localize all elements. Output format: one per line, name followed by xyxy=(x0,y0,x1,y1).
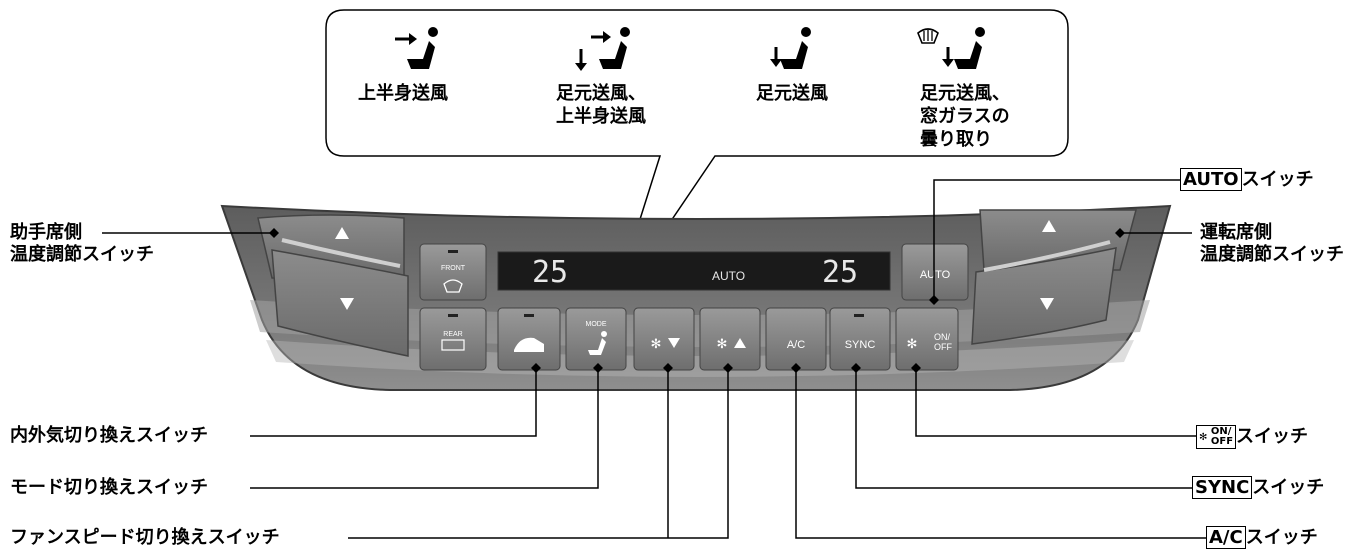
auto-boxed-text: AUTO xyxy=(1180,168,1242,191)
temp-down-icon xyxy=(340,298,354,310)
ac-leader xyxy=(795,368,1206,539)
recirc-label: 内外気切り換えスイッチ xyxy=(10,425,208,446)
fan-onoff-button[interactable]: ✻ ON/ OFF xyxy=(895,307,959,371)
auto-button[interactable]: AUTO xyxy=(901,243,969,301)
fan-icon: ✻ xyxy=(907,337,918,352)
mode-caption-upper-body: 上半身送風 xyxy=(358,83,448,104)
fan-icon: ✻ xyxy=(651,337,662,352)
bilevel-vent-icon xyxy=(575,27,630,71)
mode-caption-bilevel: 足元送風、 上半身送風 xyxy=(556,83,646,127)
passenger-temp-switch[interactable] xyxy=(257,214,409,357)
fan-speed-leader xyxy=(348,368,729,539)
up-arrow-icon xyxy=(734,338,746,348)
floor-vent-icon xyxy=(770,27,811,69)
fan-onoff-boxed-text: ✻ ON/OFF xyxy=(1196,425,1237,449)
floor-defrost-vent-icon xyxy=(917,27,985,69)
right-temp-readout: 25 xyxy=(822,255,858,290)
car-recirc-icon xyxy=(514,337,544,352)
seat-mode-icon xyxy=(588,338,606,355)
fan-onoff-leader xyxy=(915,368,1196,437)
fan-icon: ✻ xyxy=(717,337,728,352)
sync-boxed-text: SYNC xyxy=(1192,476,1253,499)
recirculation-button[interactable] xyxy=(497,307,561,371)
mode-button[interactable]: MODE xyxy=(565,307,627,371)
temp-up-icon xyxy=(1042,220,1056,232)
fan-up-button[interactable]: ✻ xyxy=(699,307,761,371)
down-arrow-icon xyxy=(668,338,680,348)
driver-temp-label: 運転席側 温度調節スイッチ xyxy=(1200,222,1344,265)
sync-leader xyxy=(855,368,1192,489)
mode-label: モード切り換えスイッチ xyxy=(10,477,208,498)
driver-temp-switch[interactable] xyxy=(971,209,1137,345)
mode-caption-floor: 足元送風 xyxy=(756,83,828,104)
auto-leader xyxy=(933,179,1180,300)
left-temp-readout: 25 xyxy=(532,255,568,290)
recirc-leader xyxy=(250,368,537,437)
svg-text:SYNC: SYNC xyxy=(845,339,876,351)
svg-text:OFF: OFF xyxy=(934,342,952,352)
svg-text:ON/: ON/ xyxy=(934,332,951,342)
front-defrost-button[interactable]: FRONT xyxy=(419,243,487,301)
leader-lines xyxy=(102,179,1206,539)
svg-text:MODE: MODE xyxy=(586,321,607,328)
mode-caption-floor-defrost: 足元送風、 窓ガラスの 曇り取り xyxy=(920,83,1010,150)
svg-text:A/C: A/C xyxy=(787,339,805,351)
leader-endpoints xyxy=(269,228,1125,373)
temperature-display: 25 AUTO 25 xyxy=(497,251,891,291)
svg-text:FRONT: FRONT xyxy=(441,265,466,272)
sync-button[interactable]: SYNC xyxy=(829,307,891,371)
svg-text:AUTO: AUTO xyxy=(920,269,951,281)
rear-defrost-button[interactable]: REAR xyxy=(419,307,487,371)
mode-leader xyxy=(250,368,599,489)
fan-speed-label: ファンスピード切り換えスイッチ xyxy=(10,527,280,548)
temp-down-icon xyxy=(1040,298,1054,310)
fan-down-button[interactable]: ✻ xyxy=(633,307,695,371)
auto-indicator: AUTO xyxy=(712,269,745,283)
temp-up-icon xyxy=(335,227,349,239)
ac-button[interactable]: A/C xyxy=(765,307,827,371)
ac-boxed-text: A/C xyxy=(1206,526,1246,549)
upper-body-vent-icon xyxy=(395,27,438,69)
passenger-temp-label: 助手席側 温度調節スイッチ xyxy=(10,222,154,265)
svg-text:REAR: REAR xyxy=(443,331,462,338)
